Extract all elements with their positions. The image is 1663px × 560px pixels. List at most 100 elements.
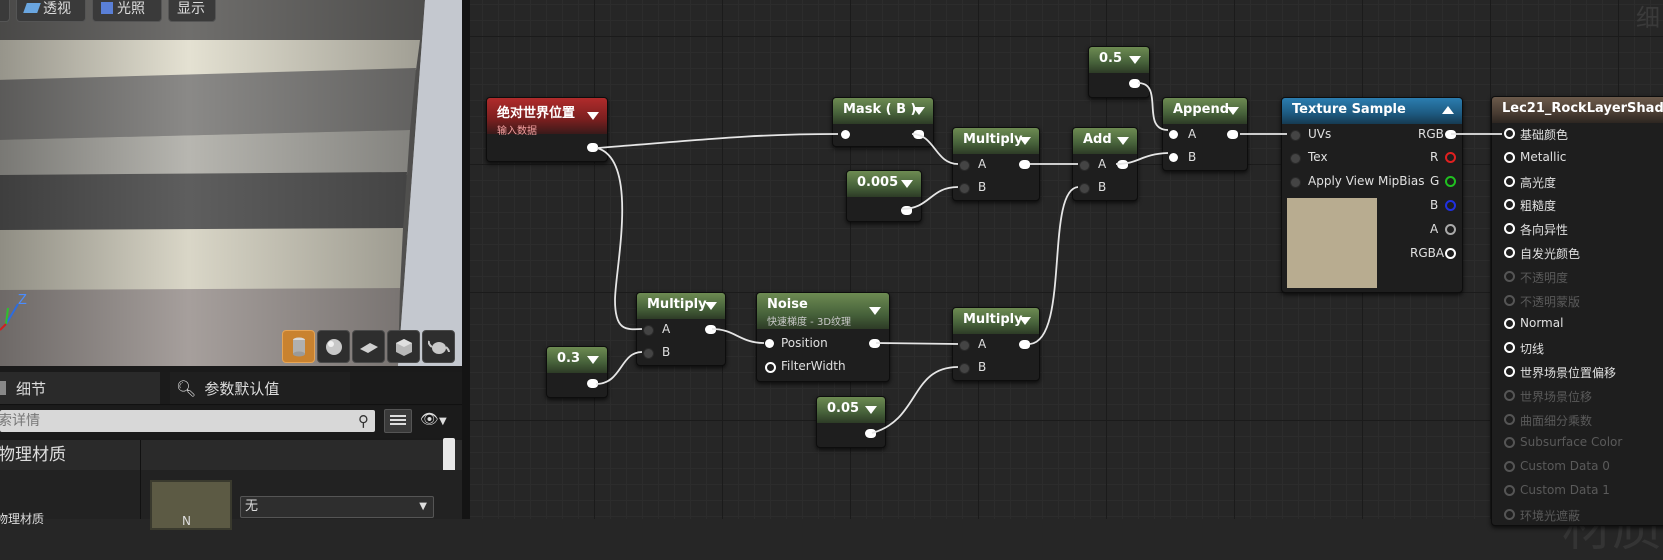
result-input-pin[interactable]	[1504, 223, 1515, 235]
collapse-arrow-icon[interactable]	[913, 107, 925, 115]
show-button[interactable]: 显示	[168, 0, 216, 22]
node-multiply-1[interactable]: Multiply A B	[952, 127, 1040, 201]
property-matrix-button[interactable]	[384, 409, 412, 433]
node-absolute-world-position[interactable]: 绝对世界位置输入数据	[486, 97, 608, 162]
collapse-arrow-icon[interactable]	[1019, 317, 1031, 325]
node-constant-0-05[interactable]: 0.05	[816, 396, 886, 448]
node-mask-b[interactable]: Mask ( B )	[832, 97, 934, 147]
result-input-pin[interactable]	[1504, 389, 1515, 401]
result-input-pin[interactable]	[1504, 508, 1515, 520]
tab-details[interactable]: 细节	[0, 372, 160, 404]
result-input-pin[interactable]	[1504, 366, 1515, 377]
node-constant-0-3[interactable]: 0.3	[546, 346, 608, 398]
result-input-pin[interactable]	[1504, 270, 1515, 282]
panel-splitter[interactable]	[462, 0, 470, 519]
result-input-pin[interactable]	[1504, 485, 1515, 496]
output-pin[interactable]	[865, 429, 876, 438]
input-pin-b[interactable]	[1079, 183, 1090, 194]
output-pin[interactable]	[1117, 160, 1128, 169]
input-pin-a[interactable]	[643, 325, 654, 336]
lighting-button[interactable]: 光照	[92, 0, 162, 22]
input-pin-b[interactable]	[959, 183, 970, 194]
input-pin-a[interactable]	[959, 340, 970, 351]
output-pin-b[interactable]	[1445, 200, 1456, 211]
category-physical-material[interactable]: 物理材质	[0, 440, 462, 470]
viewport-menu-button[interactable]	[0, 0, 10, 22]
collapse-arrow-icon[interactable]	[869, 307, 881, 315]
material-thumbnail[interactable]: N	[150, 480, 232, 530]
result-input-pin[interactable]	[1504, 413, 1515, 425]
teapot-icon[interactable]	[422, 330, 455, 363]
result-input-pin[interactable]	[1504, 247, 1515, 258]
result-input-pin[interactable]	[1504, 128, 1515, 139]
result-pin-label: 环境光遮蔽	[1520, 508, 1581, 523]
input-pin-filterwidth[interactable]	[765, 362, 776, 373]
physical-material-combo[interactable]: 无 ▼	[240, 496, 434, 518]
output-pin-a[interactable]	[1445, 224, 1456, 235]
input-pin-uvs[interactable]	[1290, 130, 1301, 141]
tab-parameter-defaults[interactable]: 🔍︎ 参数默认值	[170, 372, 350, 404]
cylinder-icon[interactable]	[282, 330, 315, 363]
collapse-arrow-icon[interactable]	[1442, 106, 1454, 114]
collapse-arrow-icon[interactable]	[865, 406, 877, 414]
node-multiply-3[interactable]: Multiply A B	[952, 307, 1040, 381]
input-pin-position[interactable]	[765, 339, 774, 348]
output-pin[interactable]	[869, 339, 880, 348]
node-texture-sample[interactable]: Texture Sample UVs Tex Apply View MipBia…	[1281, 97, 1463, 293]
output-pin[interactable]	[587, 379, 598, 388]
node-append[interactable]: Append A B	[1162, 97, 1248, 171]
node-constant-0-5[interactable]: 0.5	[1088, 46, 1150, 98]
output-pin[interactable]	[587, 143, 598, 152]
result-input-pin[interactable]	[1504, 294, 1515, 306]
z-axis-label: Z	[18, 294, 27, 308]
collapse-arrow-icon[interactable]	[901, 180, 913, 188]
input-pin-tex[interactable]	[1290, 153, 1301, 164]
plane-icon[interactable]	[352, 330, 385, 363]
output-pin[interactable]	[1227, 130, 1238, 139]
result-input-pin[interactable]	[1504, 151, 1515, 163]
output-pin-rgba[interactable]	[1445, 248, 1456, 259]
collapse-arrow-icon[interactable]	[1129, 56, 1141, 64]
sphere-icon[interactable]	[317, 330, 350, 363]
perspective-button[interactable]: 透视	[16, 0, 86, 22]
output-pin[interactable]	[1019, 160, 1030, 169]
output-pin[interactable]	[1019, 340, 1030, 349]
input-pin-a[interactable]	[1079, 160, 1090, 171]
result-input-pin[interactable]	[1504, 342, 1515, 354]
output-pin[interactable]	[913, 130, 924, 139]
result-input-pin[interactable]	[1504, 318, 1515, 330]
output-pin-rgb[interactable]	[1445, 130, 1456, 139]
output-pin[interactable]	[901, 206, 912, 215]
input-pin-mipbias[interactable]	[1290, 177, 1301, 188]
result-input-pin[interactable]	[1504, 461, 1515, 473]
collapse-arrow-icon[interactable]	[587, 356, 599, 364]
collapse-arrow-icon[interactable]	[587, 112, 599, 120]
visibility-eye-button[interactable]: 👁︎▼	[420, 410, 456, 432]
node-multiply-2[interactable]: Multiply A B	[636, 292, 726, 366]
collapse-arrow-icon[interactable]	[705, 302, 717, 310]
cube-icon[interactable]	[387, 330, 420, 363]
result-input-pin[interactable]	[1504, 437, 1515, 449]
input-pin-b[interactable]	[959, 363, 970, 374]
input-pin-a[interactable]	[959, 160, 970, 171]
collapse-arrow-icon[interactable]	[1227, 107, 1239, 115]
input-pin-b[interactable]	[643, 348, 654, 359]
node-add[interactable]: Add A B	[1072, 127, 1138, 201]
output-pin[interactable]	[705, 325, 716, 334]
output-pin-r[interactable]	[1445, 152, 1456, 163]
input-pin-a[interactable]	[1169, 130, 1178, 139]
material-graph-canvas[interactable]: 细 材质	[470, 0, 1663, 557]
details-search-input[interactable]: 索详情 ⚲	[0, 410, 375, 432]
material-preview-viewport[interactable]: 透视 光照 显示 Z	[0, 0, 462, 366]
collapse-arrow-icon[interactable]	[1117, 137, 1129, 145]
input-pin-b[interactable]	[1169, 153, 1178, 162]
input-pin[interactable]	[841, 130, 850, 139]
result-input-pin[interactable]	[1504, 175, 1515, 187]
output-pin-g[interactable]	[1445, 176, 1456, 187]
collapse-arrow-icon[interactable]	[1019, 137, 1031, 145]
output-pin[interactable]	[1129, 79, 1140, 88]
result-input-pin[interactable]	[1504, 199, 1515, 211]
node-constant-0-005[interactable]: 0.005	[846, 170, 922, 222]
